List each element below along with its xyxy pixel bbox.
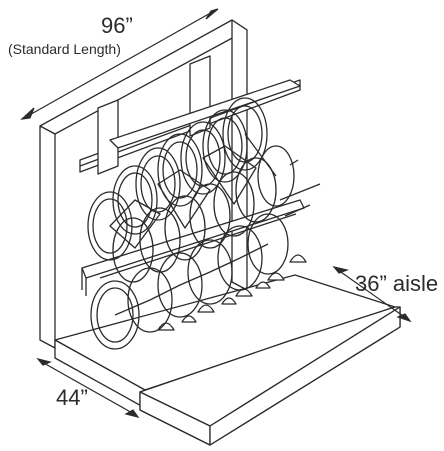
length-label: 96” (101, 13, 133, 38)
aisle-label: 36” aisle (355, 271, 439, 296)
length-dimension-arrow (20, 8, 219, 120)
floor-wheel-chocks (157, 254, 307, 331)
hanging-bikes-upper (87, 97, 321, 283)
depth-dimension-arrow (36, 357, 140, 418)
hanging-bikes-lower (90, 213, 297, 350)
depth-label: 44” (56, 385, 88, 410)
floor-platform (54, 274, 401, 446)
overhead-rail (79, 55, 301, 175)
aisle-dimension-arrow (332, 266, 412, 323)
length-note-label: (Standard Length) (8, 41, 121, 57)
